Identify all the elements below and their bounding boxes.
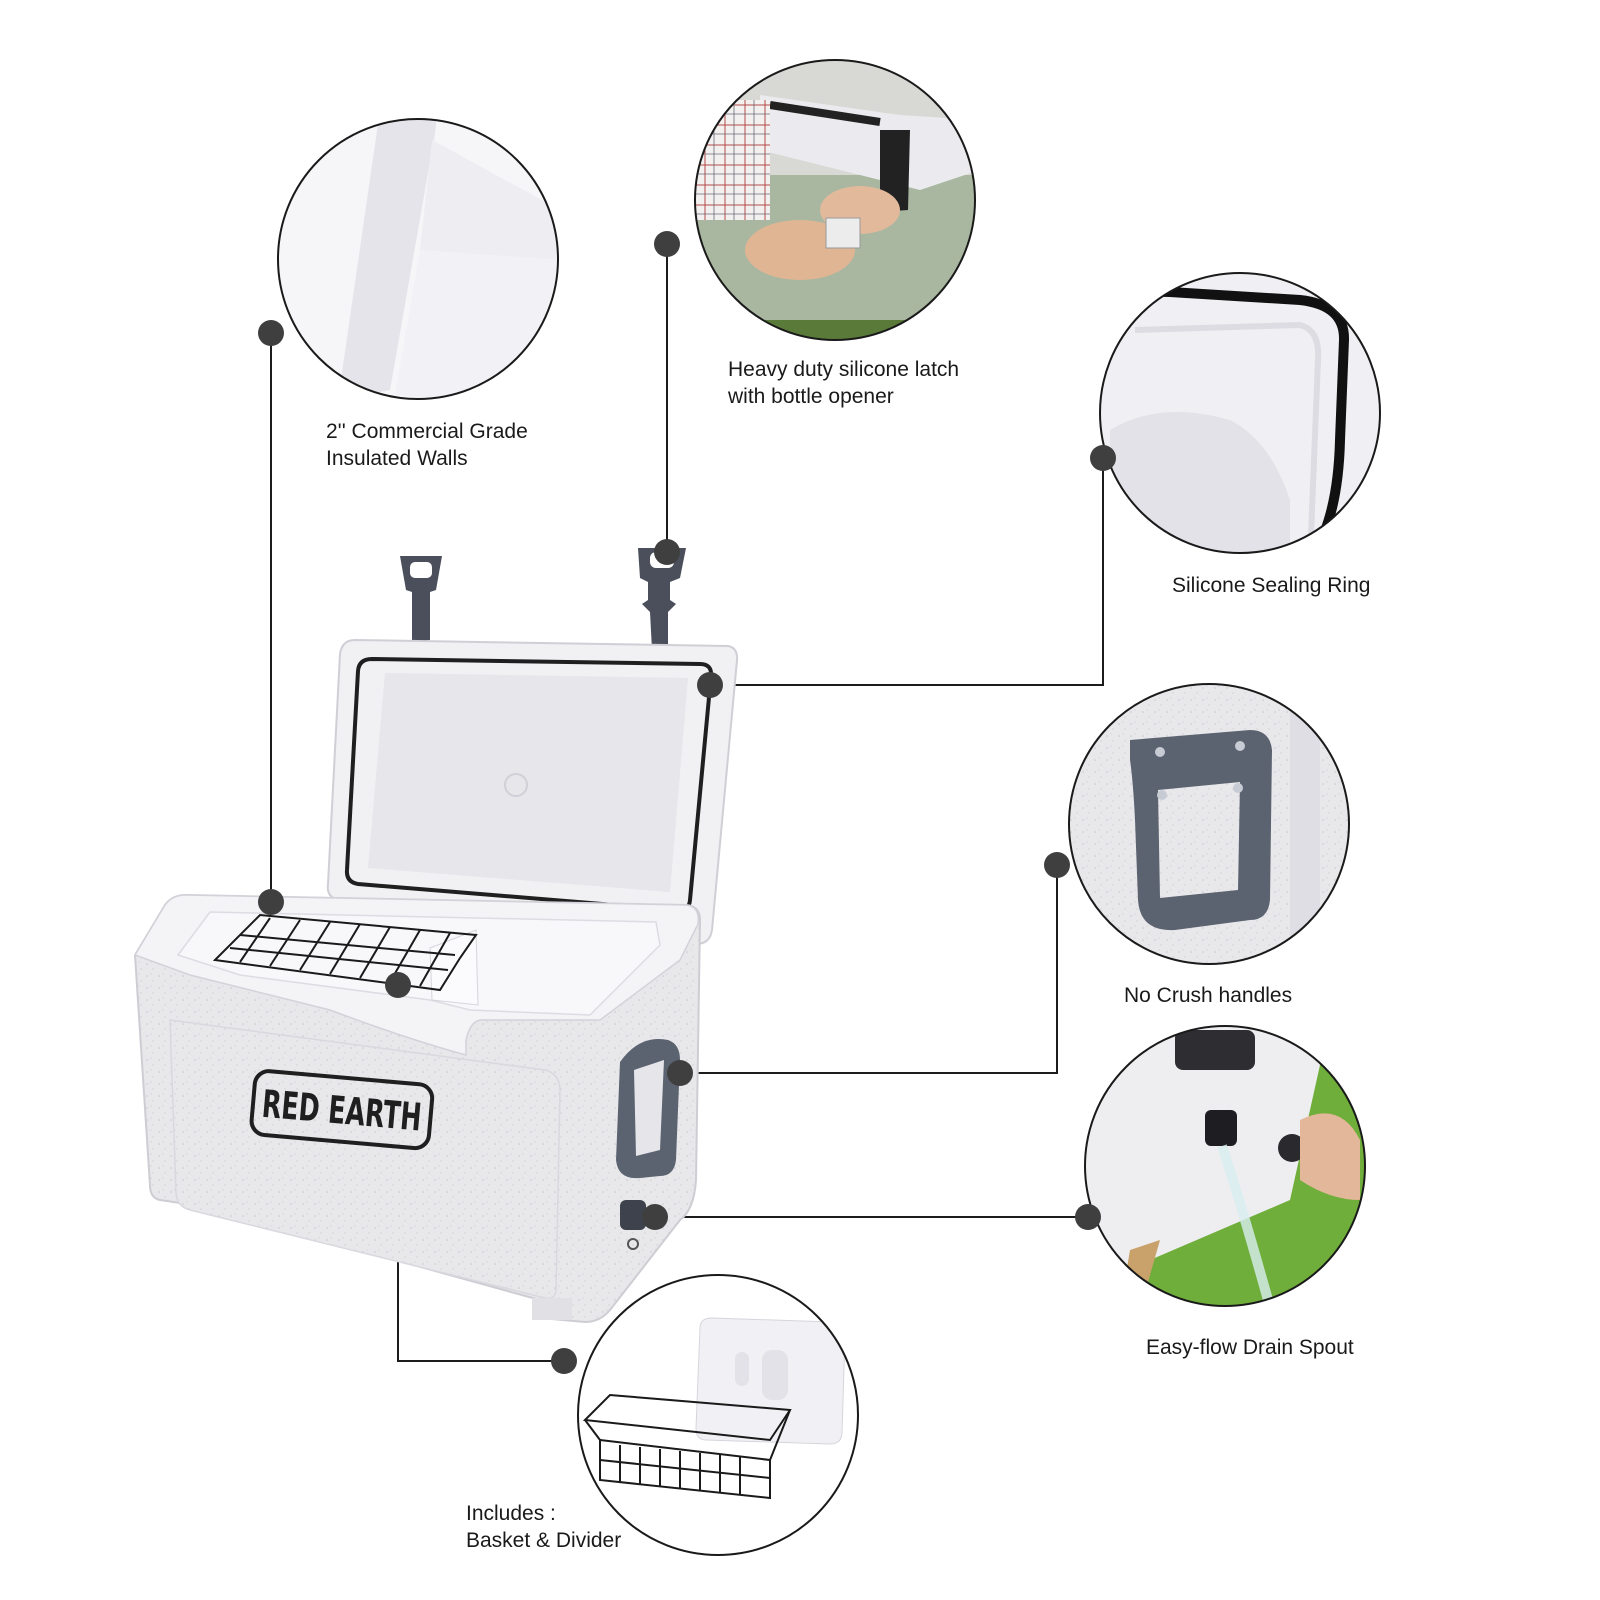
label-sealing-ring: Silicone Sealing Ring bbox=[1172, 574, 1371, 597]
basket-dot-bottom bbox=[551, 1348, 577, 1374]
lid-inner-panel bbox=[368, 673, 688, 892]
drain-dot-right bbox=[1075, 1204, 1101, 1230]
detail-insulated-walls bbox=[277, 118, 559, 400]
drain-dot-left bbox=[642, 1204, 668, 1230]
label-latch: Heavy duty silicone latch with bottle op… bbox=[728, 358, 960, 408]
drain-spout-small bbox=[620, 1200, 646, 1250]
latch-dot-bottom bbox=[654, 539, 680, 565]
detail-latch bbox=[694, 59, 976, 341]
basket-dot-top bbox=[385, 972, 411, 998]
latch-dot-top bbox=[654, 231, 680, 257]
detail-basket-divider bbox=[577, 1274, 859, 1556]
label-basket-divider: Includes : Basket & Divider bbox=[466, 1502, 622, 1552]
walls-dot-bottom bbox=[258, 889, 284, 915]
seal-connector bbox=[710, 458, 1104, 686]
callout-dots bbox=[258, 231, 1116, 1374]
detail-handle bbox=[1068, 683, 1350, 965]
lid-strap-left bbox=[400, 556, 442, 642]
front-panel bbox=[169, 1019, 561, 1300]
handle-dot-bottom bbox=[667, 1060, 693, 1086]
detail-sealing-ring bbox=[1099, 272, 1381, 554]
cooler-image: RED EARTH bbox=[133, 548, 739, 1324]
cooler-interior bbox=[176, 911, 661, 1016]
label-handles: No Crush handles bbox=[1124, 984, 1293, 1007]
detail-drain-spout bbox=[1084, 1025, 1366, 1307]
seal-dot-top bbox=[1090, 445, 1116, 471]
walls-dot-top bbox=[258, 320, 284, 346]
handle-connector bbox=[680, 865, 1058, 1074]
label-drain-spout: Easy-flow Drain Spout bbox=[1146, 1336, 1354, 1359]
seal-dot-bottom bbox=[697, 672, 723, 698]
label-insulated-walls: 2'' Commercial Grade Insulated Walls bbox=[326, 420, 528, 470]
handle-dot-top bbox=[1044, 852, 1070, 878]
lid-center-mark bbox=[504, 773, 528, 797]
